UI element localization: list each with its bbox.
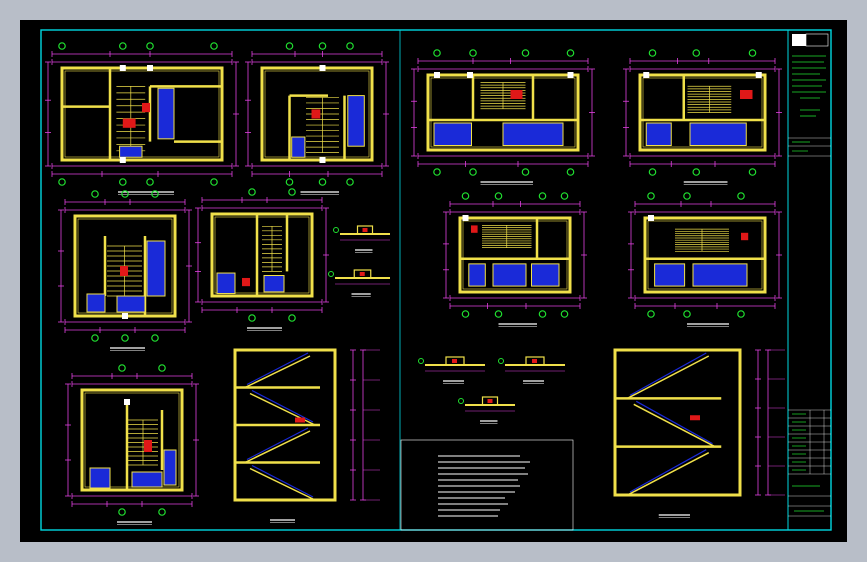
cad-drawing-sheet <box>40 29 832 531</box>
detail-1 <box>333 225 390 253</box>
plan-view-4 <box>195 188 329 331</box>
detail-4 <box>498 356 565 384</box>
title-block <box>788 33 831 517</box>
plan-view-3 <box>58 190 192 351</box>
plan-view-8 <box>443 192 587 327</box>
detail-3 <box>418 356 485 384</box>
section-view-1 <box>233 348 380 523</box>
plan-view-7 <box>623 49 782 185</box>
detail-5 <box>458 396 515 424</box>
plan-view-6 <box>411 49 595 185</box>
drawing-views <box>45 42 785 525</box>
cad-viewport[interactable] <box>20 20 847 542</box>
plan-view-1 <box>45 42 239 195</box>
plan-view-2 <box>245 42 389 195</box>
general-notes <box>400 439 574 531</box>
plan-view-9 <box>628 192 782 327</box>
detail-2 <box>328 269 390 297</box>
plan-view-5 <box>65 364 199 525</box>
section-view-2 <box>613 348 785 518</box>
